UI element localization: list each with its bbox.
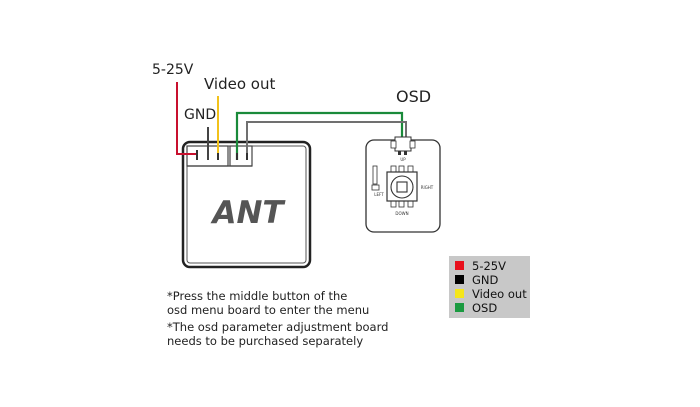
brand-logo: ANT xyxy=(209,195,286,231)
note-line-4: needs to be purchased separately xyxy=(167,334,364,348)
legend-label: OSD xyxy=(472,300,498,315)
power-label: 5-25V xyxy=(152,62,194,78)
legend-item-video: Video out xyxy=(455,286,527,301)
legend-item-osd: OSD xyxy=(455,300,498,315)
legend-swatch xyxy=(455,303,464,312)
legend-label: Video out xyxy=(472,286,527,301)
osd-label-down: DOWN xyxy=(395,211,408,216)
osd-gray-wire xyxy=(246,121,407,160)
note-line-1: *Press the middle button of the xyxy=(167,289,348,303)
note-line-3: *The osd parameter adjustment board xyxy=(167,320,389,334)
legend-item-gnd: GND xyxy=(455,272,499,287)
legend-label: 5-25V xyxy=(472,258,506,273)
osd-joystick-button xyxy=(386,171,418,202)
power-wire xyxy=(176,82,198,155)
note-line-2: osd menu board to enter the menu xyxy=(167,303,370,317)
legend-item-power: 5-25V xyxy=(455,258,506,273)
osd-green-wire xyxy=(235,111,404,160)
legend: 5-25V GND Video out OSD xyxy=(449,256,530,318)
osd-label-left: LEFT xyxy=(374,192,384,197)
osd-label: OSD xyxy=(396,87,432,106)
gnd-label: GND xyxy=(184,107,217,123)
osd-label-up: UP xyxy=(400,157,406,162)
video-out-label: Video out xyxy=(204,75,276,93)
legend-label: GND xyxy=(472,272,499,287)
legend-swatch xyxy=(455,275,464,284)
legend-swatch xyxy=(455,261,464,270)
osd-connector xyxy=(229,145,253,167)
osd-label-right: RIGHT xyxy=(421,185,434,190)
legend-swatch xyxy=(455,289,464,298)
